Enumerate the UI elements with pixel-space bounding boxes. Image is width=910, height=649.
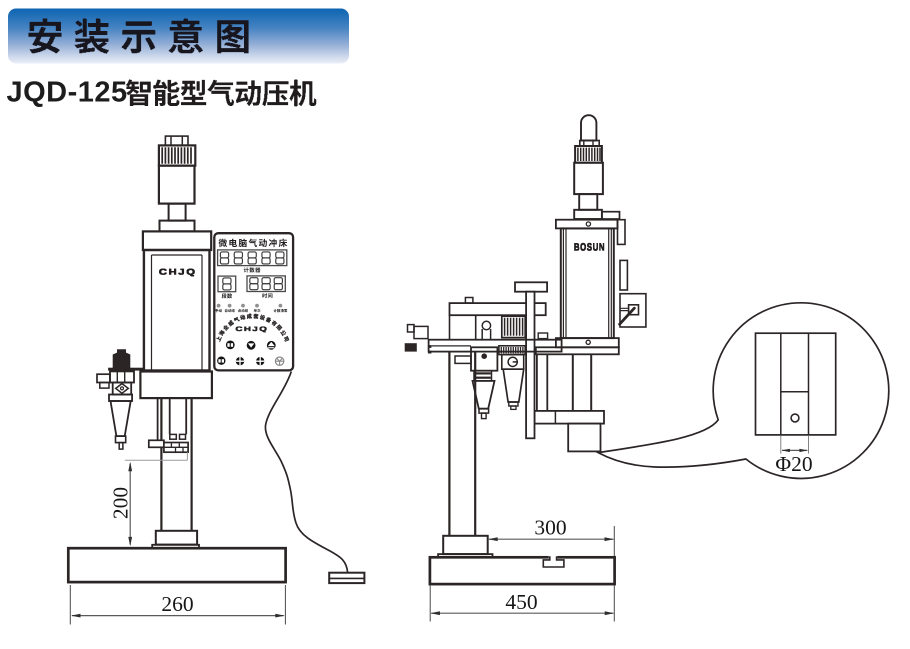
svg-text:JQD-125: JQD-125 bbox=[7, 76, 128, 108]
svg-text:450: 450 bbox=[505, 590, 537, 614]
svg-text:300: 300 bbox=[534, 515, 566, 539]
svg-text:Φ20: Φ20 bbox=[775, 452, 812, 476]
svg-text:200: 200 bbox=[108, 487, 132, 519]
svg-text:260: 260 bbox=[161, 592, 193, 616]
